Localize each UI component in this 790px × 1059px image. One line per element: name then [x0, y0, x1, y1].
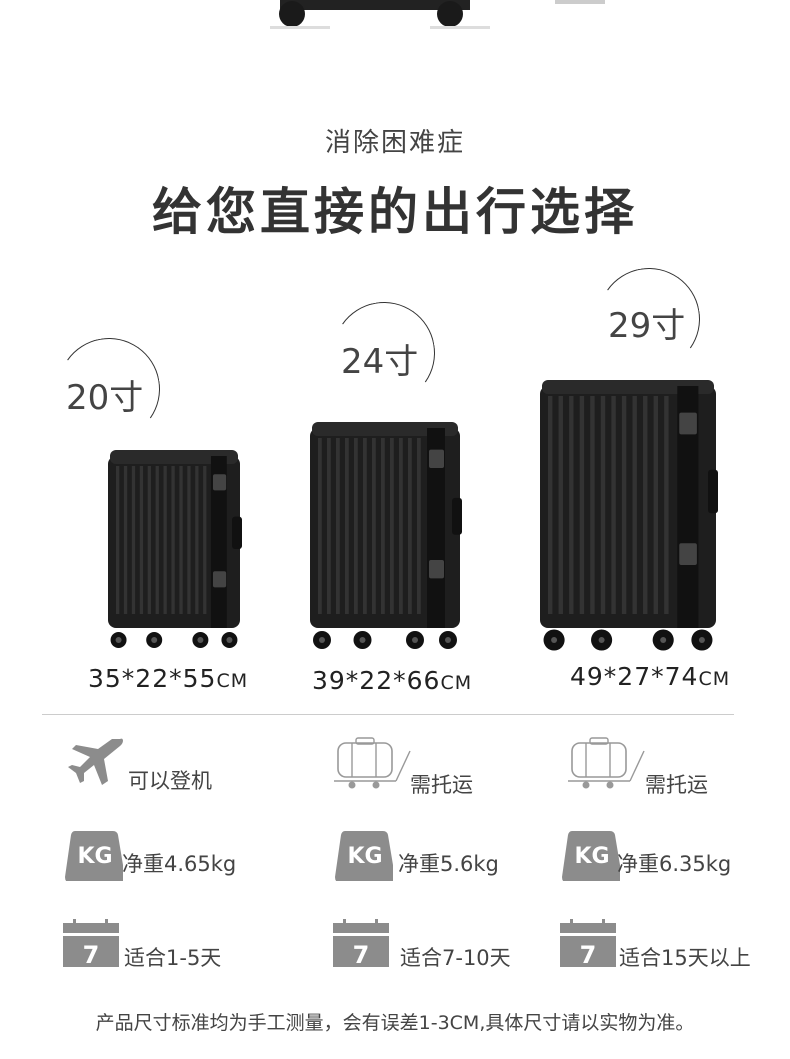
calendar-number: 7 [83, 941, 100, 967]
days-text: 适合1-5天 [124, 946, 222, 970]
weight-kg-icon: KG [65, 831, 123, 881]
disclaimer-text: 产品尺寸标准均为手工测量，会有误差1-3CM,具体尺寸请以实物为准。 [95, 1012, 695, 1034]
weight-text: 净重5.6kg [398, 852, 499, 876]
size-label-29: 29寸 [608, 306, 686, 346]
calendar-icon: 7 [560, 919, 616, 967]
calendar-icon: 7 [63, 919, 119, 967]
days-text: 适合15天以上 [619, 946, 751, 970]
dimensions-value: 39*22*66 [312, 666, 441, 695]
previous-suitcase-wheels [270, 0, 605, 29]
weight-kg-icon: KG [335, 831, 393, 881]
calendar-icon: 7 [333, 919, 389, 967]
dimensions-29: 49*27*74CM [570, 662, 730, 691]
days-text: 适合7-10天 [400, 946, 511, 970]
dimensions-value: 49*27*74 [570, 662, 699, 691]
page-title: 给您直接的出行选择 [152, 183, 638, 241]
weight-text: 净重4.65kg [122, 852, 237, 876]
calendar-number: 7 [580, 941, 597, 967]
airplane-icon [68, 738, 123, 785]
dimensions-value: 35*22*55 [88, 664, 217, 693]
boarding-text-29: 需托运 [645, 773, 708, 797]
suitcase-29-image [540, 380, 718, 651]
kg-label: KG [347, 844, 382, 869]
calendar-number: 7 [353, 941, 370, 967]
luggage-cart-icon [568, 737, 645, 789]
boarding-text-20: 可以登机 [128, 769, 212, 793]
boarding-text-24: 需托运 [410, 773, 473, 797]
dimensions-20: 35*22*55CM [88, 664, 248, 693]
dimensions-unit: CM [698, 668, 731, 690]
suitcase-20-image [108, 450, 242, 648]
size-label-24: 24寸 [341, 342, 419, 382]
divider [42, 714, 734, 715]
weight-text: 净重6.35kg [617, 852, 732, 876]
subtitle: 消除困难症 [324, 128, 465, 158]
dimensions-unit: CM [440, 672, 473, 694]
weight-kg-icon: KG [562, 831, 620, 881]
luggage-cart-icon [334, 737, 411, 789]
dimensions-24: 39*22*66CM [312, 666, 472, 695]
kg-label: KG [77, 844, 112, 869]
size-label-20: 20寸 [66, 378, 144, 418]
kg-label: KG [574, 844, 609, 869]
suitcase-24-image [310, 422, 462, 649]
dimensions-unit: CM [216, 670, 249, 692]
